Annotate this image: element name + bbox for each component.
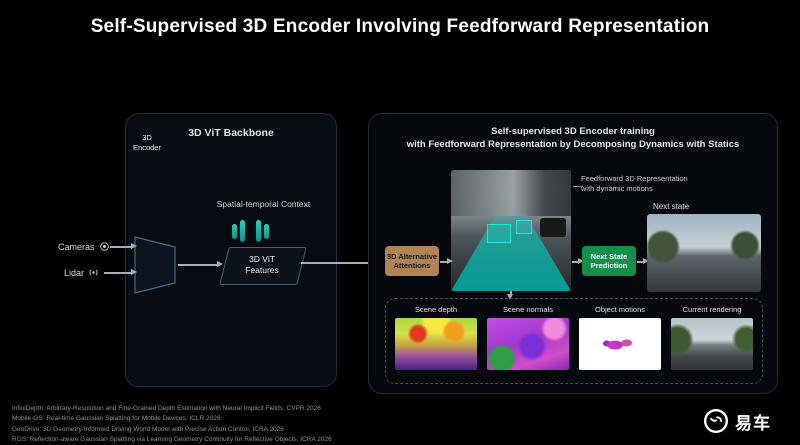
output-card-current-rendering: Current rendering bbox=[670, 305, 754, 377]
feedforward-pointer-line bbox=[573, 186, 583, 187]
yiche-logo-icon bbox=[703, 408, 729, 434]
next-state-image bbox=[647, 214, 761, 292]
buildings-region bbox=[451, 170, 571, 216]
citations: InfiniDepth: Arbitrary-Resolution and Fi… bbox=[12, 404, 332, 445]
cameras-label: Cameras bbox=[58, 241, 95, 252]
output-label: Scene normals bbox=[502, 305, 554, 314]
output-card-scene-normals: Scene normals bbox=[486, 305, 570, 377]
bar-icon bbox=[232, 223, 237, 239]
scene-normals-image bbox=[487, 318, 569, 370]
citation-line: Mobile-GS: Real-time Gaussian Splatting … bbox=[12, 415, 221, 423]
spatial-temporal-bars-icon bbox=[232, 220, 269, 242]
cameras-to-encoder-arrow bbox=[110, 243, 137, 249]
encoder-block bbox=[134, 236, 176, 294]
training-panel-title-line2: with Feedforward Representation by Decom… bbox=[406, 139, 740, 150]
bounding-box bbox=[487, 224, 511, 244]
training-panel-title-line1: Self-supervised 3D Encoder training bbox=[491, 126, 655, 137]
next-state-label: Next state bbox=[653, 202, 690, 211]
bounding-box bbox=[515, 219, 533, 234]
lidar-input: Lidar bbox=[64, 267, 99, 278]
vit-features-label: 3D ViT Features bbox=[245, 253, 279, 275]
alternative-attentions-badge: 3D Alternative Attentions bbox=[385, 246, 439, 276]
object-motions-image bbox=[579, 318, 661, 370]
bar-icon bbox=[264, 223, 269, 239]
next-state-prediction-badge: Next State Prediction bbox=[582, 246, 636, 276]
camera-icon bbox=[99, 242, 109, 251]
prediction-to-nextimage-arrow bbox=[637, 258, 649, 264]
cameras-input: Cameras bbox=[58, 241, 110, 252]
scene-to-outputs-arrow bbox=[507, 291, 513, 300]
citation-line: InfiniDepth: Arbitrary-Resolution and Fi… bbox=[12, 405, 321, 412]
encoder-trapezoid-shape bbox=[134, 236, 176, 294]
yiche-logo: 易车 bbox=[703, 408, 771, 434]
decomposed-outputs-box: Scene depth Scene normals Object motions… bbox=[385, 298, 763, 384]
citation-line: GeoDrive: 3D Geometry-Informed Driving W… bbox=[12, 425, 284, 433]
bar-icon bbox=[256, 220, 261, 242]
page-title: Self-Supervised 3D Encoder Involving Fee… bbox=[90, 16, 710, 37]
backbone-panel: 3D ViT Backbone Spatial-temporal Context… bbox=[125, 113, 337, 387]
spatial-temporal-context-label: Spatial-temporal Context bbox=[216, 199, 311, 209]
lidar-to-encoder-arrow bbox=[104, 269, 137, 275]
encoder-label: 3D Encoder bbox=[133, 133, 161, 152]
output-card-object-motions: Object motions bbox=[578, 305, 662, 377]
backbone-panel-title: 3D ViT Backbone bbox=[188, 127, 274, 139]
lidar-icon bbox=[89, 269, 98, 276]
output-label: Current rendering bbox=[682, 305, 742, 314]
lidar-label: Lidar bbox=[64, 267, 85, 278]
feedforward-representation-label: Feedforward 3D Representation with dynam… bbox=[581, 174, 688, 194]
current-rendering-image bbox=[671, 318, 753, 370]
citation-line: RGS: Reflection-aware Gaussian Splatting… bbox=[12, 436, 332, 444]
attention-to-scene-arrow bbox=[440, 258, 453, 264]
yiche-logo-text: 易车 bbox=[735, 413, 771, 433]
output-card-scene-depth: Scene depth bbox=[394, 305, 478, 377]
encoder-to-features-arrow bbox=[178, 261, 223, 267]
bar-icon bbox=[240, 220, 245, 242]
scene-to-nextstate-arrow bbox=[572, 258, 584, 264]
training-panel: Self-supervised 3D Encoder training with… bbox=[368, 113, 778, 394]
scene-depth-image bbox=[395, 318, 477, 370]
driving-scene-image bbox=[451, 170, 571, 291]
output-label: Scene depth bbox=[414, 305, 458, 314]
car-silhouette bbox=[539, 218, 567, 237]
output-label: Object motions bbox=[594, 305, 646, 314]
